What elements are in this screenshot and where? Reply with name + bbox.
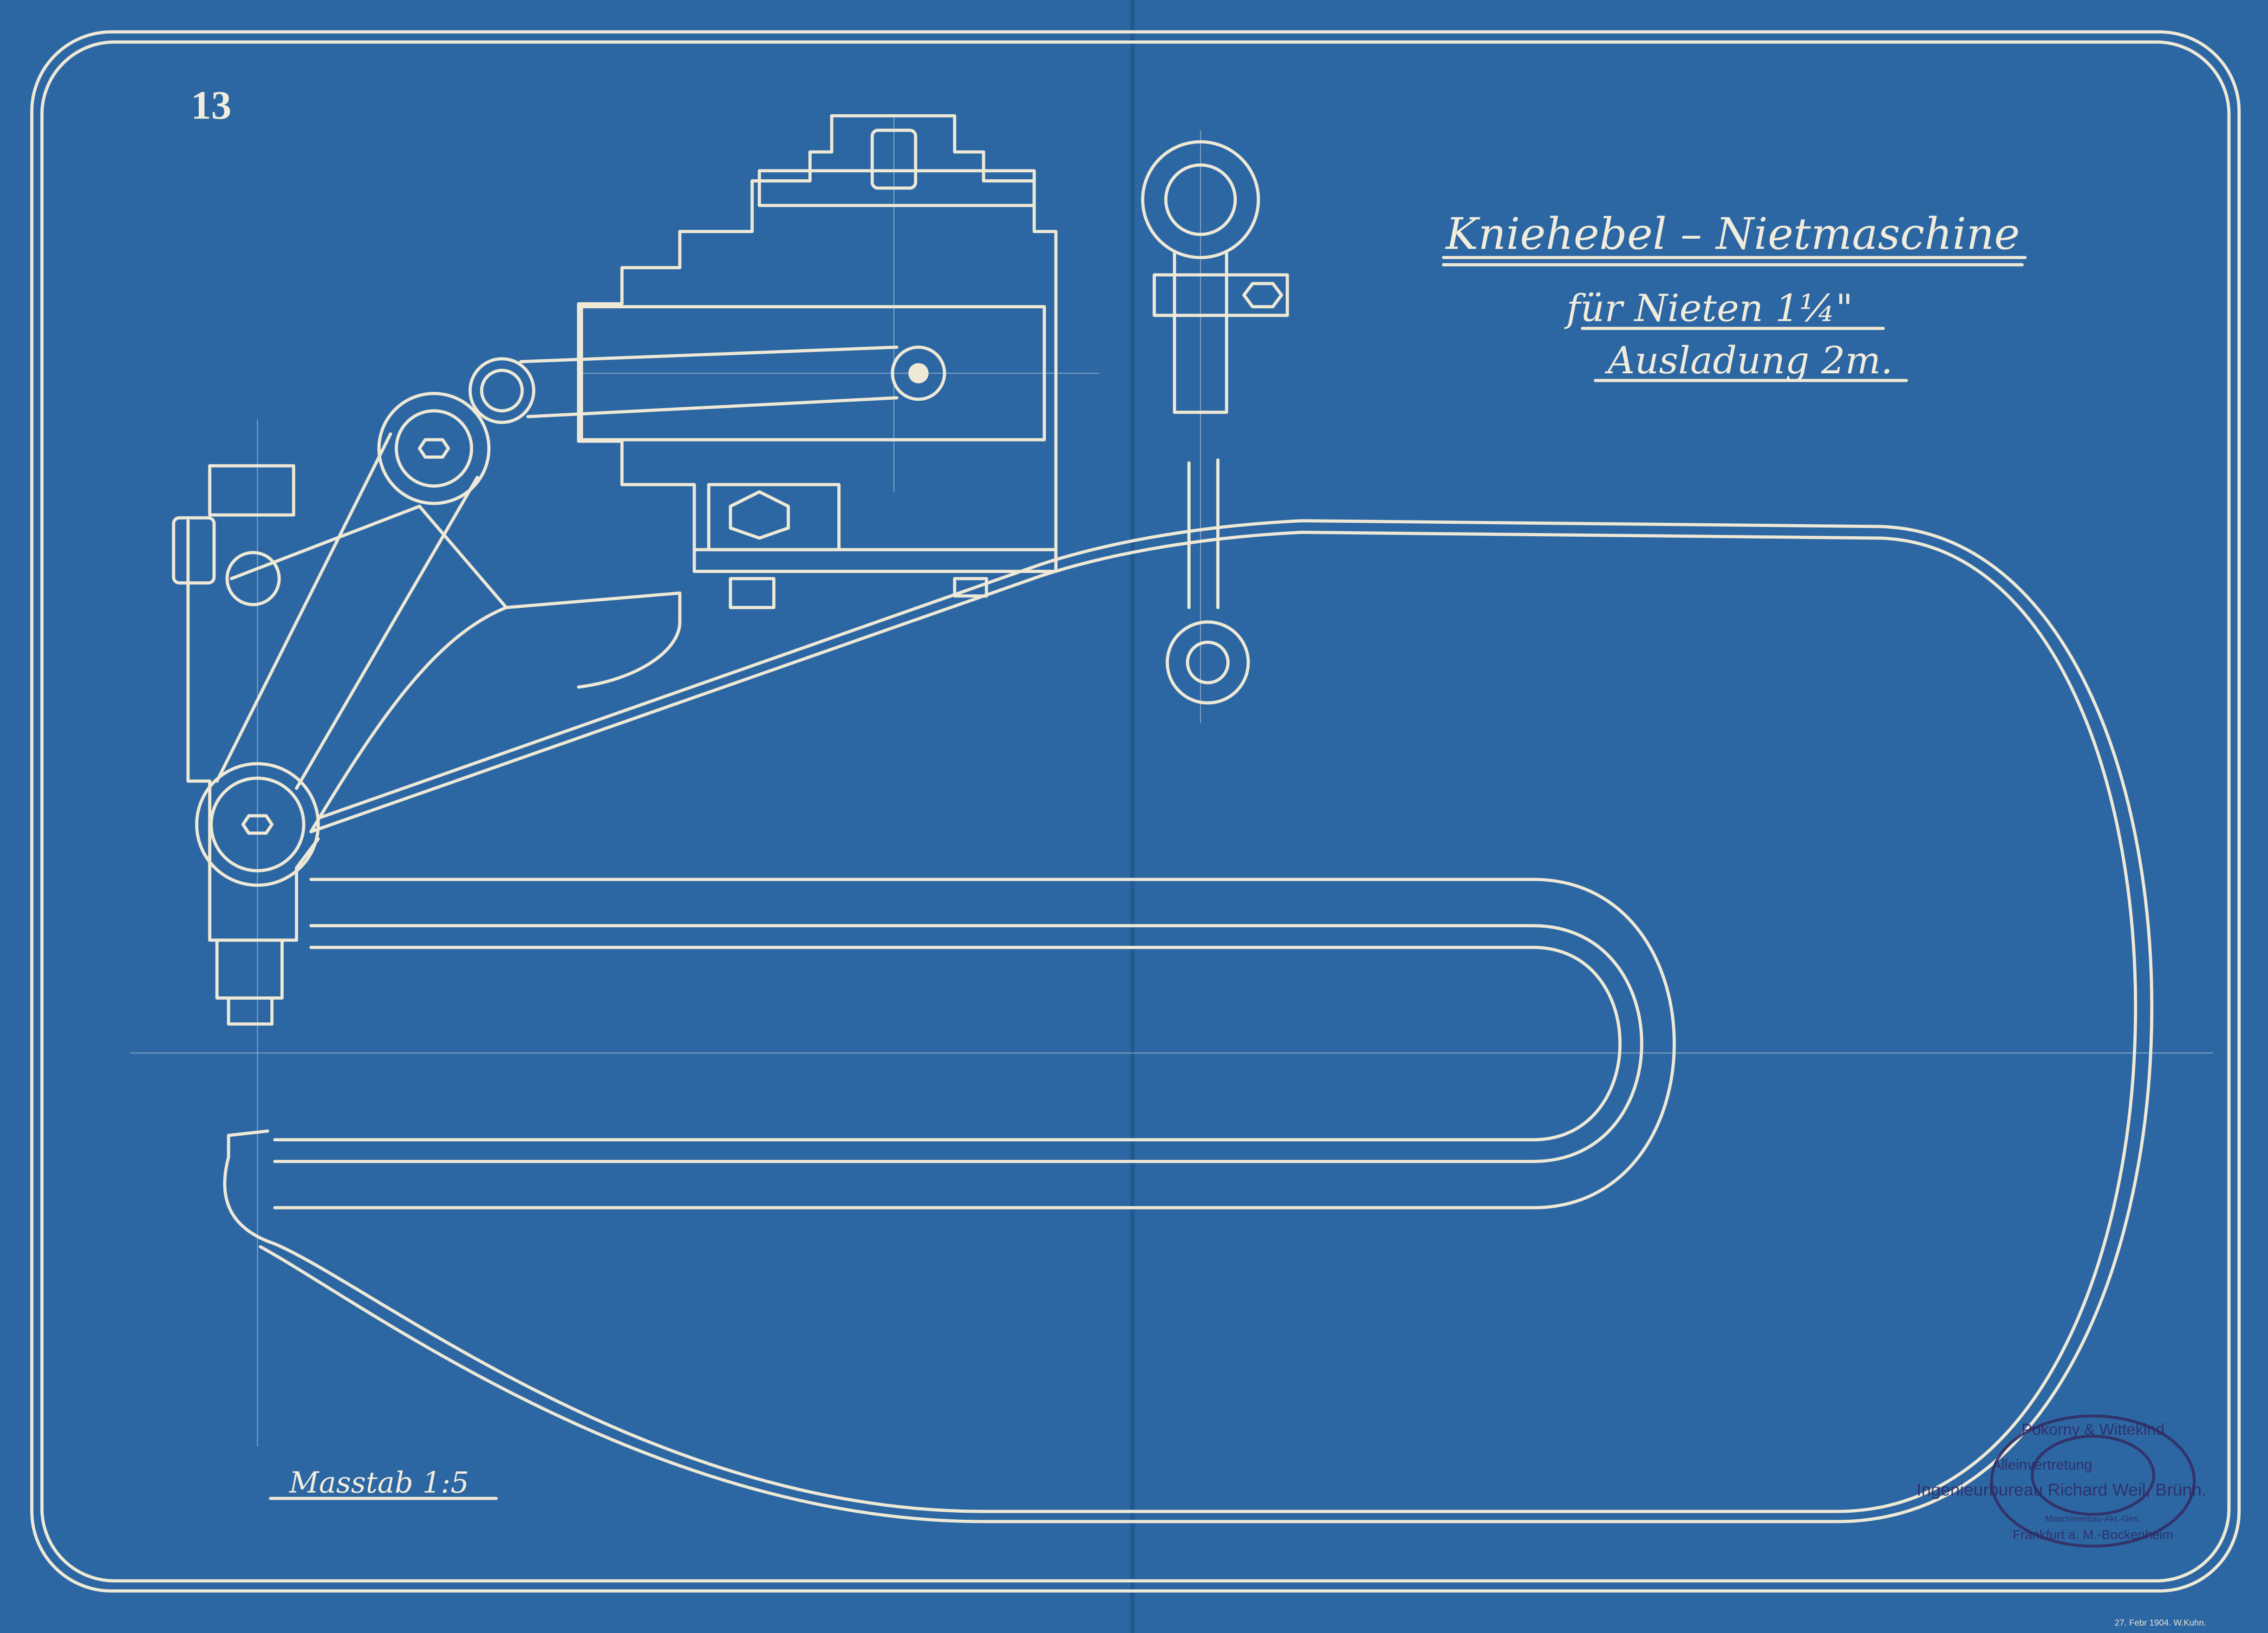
- suspension-link: [1141, 140, 1289, 705]
- stamp-ring-middle: Maschinenbau-Akt.-Ges.: [2045, 1514, 2140, 1523]
- stamp-ring-bottom: Frankfurt a. M.-Bockenheim: [2013, 1527, 2173, 1542]
- stamp-overprint-line1: Alleinvertretung: [1992, 1457, 2092, 1473]
- date-signature: 27. Febr 1904. W.Kuhn.: [2115, 1618, 2206, 1627]
- stamp-overprint-line2: Ingenieurbureau Richard Weil, Brünn.: [1916, 1480, 2206, 1499]
- stamp-ring-top: Pokorny & Wittekind: [2021, 1421, 2164, 1438]
- reach-label: Ausladung 2m.: [1604, 339, 1893, 383]
- company-stamp: Pokorny & Wittekind Maschinenbau-Akt.-Ge…: [1916, 1414, 2207, 1548]
- subtitle: für Nieten 1¼": [1564, 287, 1853, 331]
- scale-label: Masstab 1:5: [289, 1466, 469, 1500]
- centre-lines: [130, 116, 2213, 1446]
- title: Kniehebel – Nietmaschine: [1445, 209, 2020, 260]
- drawing-border: [30, 30, 2241, 1593]
- press-head-section: [577, 114, 1058, 609]
- toggle-lever-mechanism: [172, 345, 899, 1026]
- sheet-number: 13: [191, 83, 231, 128]
- c-frame: [223, 519, 2154, 1523]
- title-block: Kniehebel – Nietmaschine für Nieten 1¼" …: [1442, 209, 2027, 383]
